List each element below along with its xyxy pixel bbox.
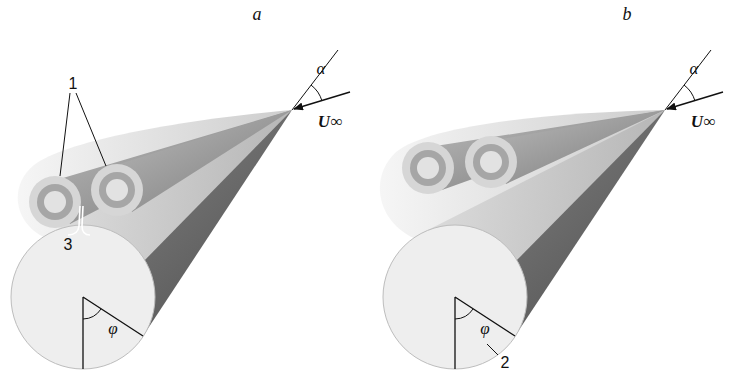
angle-arc	[684, 85, 695, 101]
vortex-core	[44, 191, 66, 213]
vortex-core	[410, 150, 446, 186]
angle-label: α	[317, 60, 326, 77]
angle-label: α	[690, 60, 699, 77]
callout-number: 2	[501, 355, 510, 371]
cone-base	[11, 225, 155, 369]
panel-label: b	[623, 5, 632, 23]
leader-line	[60, 93, 106, 176]
angle-lines	[83, 297, 143, 369]
angle-label: φ	[480, 320, 489, 337]
velocity-label: U∞	[318, 113, 342, 130]
angle-label: φ	[108, 320, 117, 337]
vortex-tube	[100, 110, 292, 212]
angle-arc	[311, 85, 322, 101]
callout-number: 1	[69, 76, 78, 92]
vortex-core	[473, 144, 509, 180]
vortex-core	[480, 151, 502, 173]
axis-line	[292, 50, 338, 110]
panel-label: a	[253, 5, 262, 23]
vortex-core	[106, 179, 128, 201]
vortex-core	[29, 176, 81, 228]
velocity-label: U∞	[691, 113, 715, 130]
vortex-core	[402, 142, 454, 194]
bracket	[68, 206, 90, 235]
cone-base	[383, 225, 527, 369]
angle-arc	[83, 309, 101, 319]
panel-b	[380, 50, 723, 369]
callout-number: 3	[64, 237, 73, 253]
vortex-core	[417, 157, 439, 179]
angle-arc	[455, 309, 473, 319]
vortex-core	[465, 136, 517, 188]
panel-a	[11, 50, 350, 369]
vortex-core	[37, 184, 73, 220]
vortex-core	[91, 164, 143, 216]
leader-line	[487, 344, 498, 355]
axis-line	[665, 50, 711, 110]
vortex-core	[99, 172, 135, 208]
